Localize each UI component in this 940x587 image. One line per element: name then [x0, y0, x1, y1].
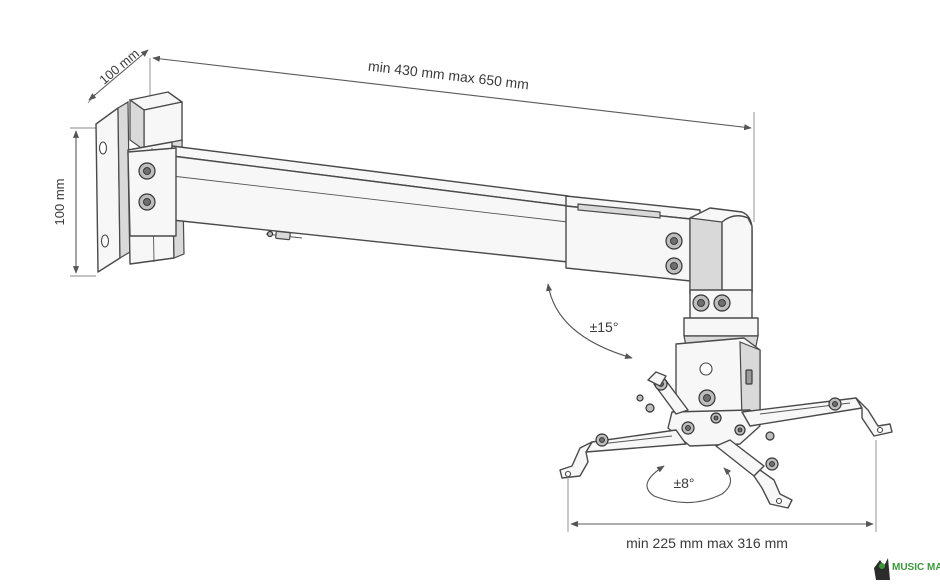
plate-width-dimension: 100 mm: [87, 46, 149, 104]
clamp-bolt-top-icon: [138, 162, 156, 180]
spider-arm-front-right: [715, 439, 793, 509]
watermark-logo: MUSIC MAG: [874, 558, 940, 580]
side-screw-icon: [745, 369, 753, 385]
arm-length-label: min 430 mm max 650 mm: [367, 58, 530, 93]
wall-hole-bottom: [100, 234, 110, 248]
arm-clamp: [127, 147, 177, 237]
wall-hole-top: [98, 141, 108, 155]
rotation-angle-indicator: ±8°: [646, 465, 732, 504]
arm-lock-screw-icon: [265, 230, 303, 241]
bracket-span-dimension: min 225 mm max 316 mm: [567, 440, 877, 551]
bracket-span-label: min 225 mm max 316 mm: [626, 535, 788, 551]
clamp-bolt-bottom-icon: [138, 193, 156, 211]
housing-bolt-bottom-icon: [698, 389, 716, 407]
tilt-knuckle: [675, 289, 761, 425]
housing-bolt-top-icon: [699, 362, 713, 376]
elbow-bolt-top-icon: [665, 232, 683, 250]
elbow-bolt-bottom-icon: [665, 257, 683, 275]
tilt-angle-label: ±15°: [590, 319, 619, 335]
rotation-angle-label: ±8°: [673, 475, 694, 491]
knuckle-bolt-left-icon: [692, 294, 710, 312]
watermark-text: MUSIC MAG: [892, 562, 940, 573]
elbow-joint: [665, 207, 753, 301]
plate-height-label: 100 mm: [52, 179, 67, 226]
plate-height-dimension: 100 mm: [52, 127, 112, 277]
tilt-angle-indicator: ±15°: [546, 283, 633, 360]
spider-bracket: [559, 371, 893, 509]
plate-width-label: 100 mm: [96, 46, 142, 88]
outer-arm-tube: [565, 195, 701, 283]
spider-arm-right: [741, 397, 893, 437]
spider-arm-back-left: [647, 371, 689, 415]
knuckle-bolt-right-icon: [713, 294, 731, 312]
inner-arm-tube: [171, 145, 569, 263]
spider-arm-front-left: [559, 429, 687, 479]
